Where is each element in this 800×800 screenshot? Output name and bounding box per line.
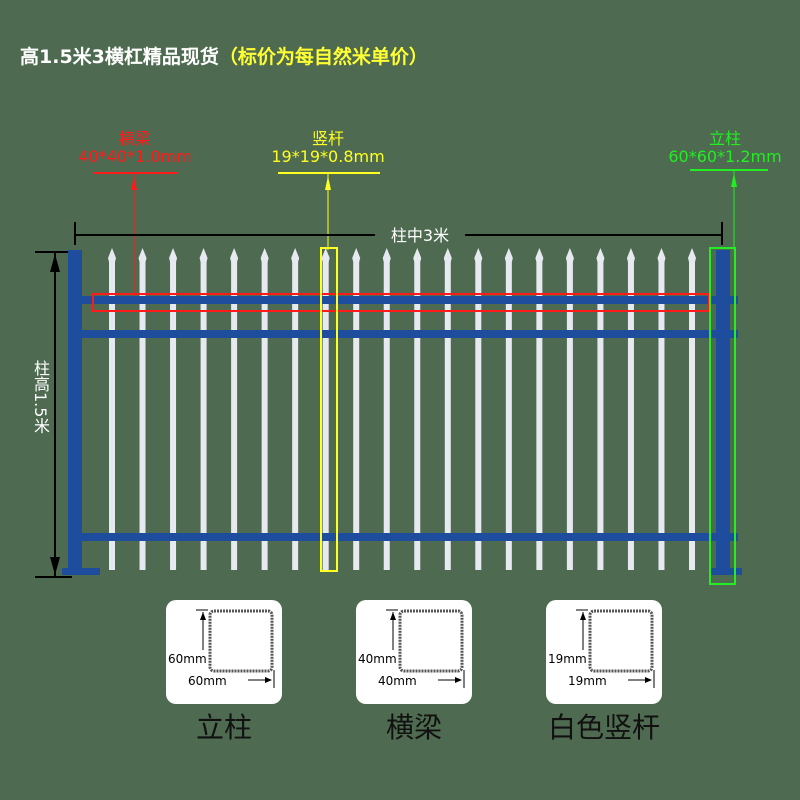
picket bbox=[474, 248, 483, 570]
picket bbox=[108, 248, 116, 570]
width-dimension-label: 60mm bbox=[188, 674, 227, 688]
arrow-down-icon bbox=[50, 557, 60, 575]
rail-middle bbox=[68, 330, 738, 338]
height-label: 柱高1.5米 bbox=[31, 360, 50, 434]
picket bbox=[321, 248, 330, 570]
picket-callout-name: 竖杆 bbox=[311, 129, 344, 148]
picket bbox=[688, 248, 696, 570]
post-left bbox=[68, 250, 82, 572]
picket bbox=[230, 248, 239, 570]
height-dimension-label: 60mm bbox=[168, 652, 207, 666]
post-right bbox=[716, 250, 730, 572]
post-callout-name: 立柱 bbox=[708, 129, 741, 148]
picket bbox=[565, 248, 574, 570]
post-highlight-box bbox=[709, 247, 736, 585]
pickets bbox=[108, 248, 696, 570]
post-callout-spec: 60*60*1.2mm bbox=[668, 147, 782, 166]
height-dimension-label: 19mm bbox=[548, 652, 587, 666]
picket bbox=[352, 248, 361, 570]
picket bbox=[260, 248, 269, 570]
picket bbox=[199, 248, 208, 570]
picket bbox=[657, 248, 666, 570]
picket-callout: 竖杆 19*19*0.8mm bbox=[253, 130, 403, 166]
picket-arrow-icon bbox=[325, 176, 331, 190]
picket bbox=[443, 248, 452, 570]
page-title: 高1.5米3横杠精品现货（标价为每自然米单价） bbox=[20, 42, 428, 69]
rail-top bbox=[68, 296, 738, 304]
rail-callout-spec: 40*40*1.0mm bbox=[78, 147, 192, 166]
picket bbox=[535, 248, 544, 570]
cross-section-caption: 横梁 bbox=[385, 711, 442, 744]
rail-callout-name: 横梁 bbox=[118, 129, 151, 148]
width-dimension-label: 19mm bbox=[568, 674, 607, 688]
arrow-up-icon bbox=[50, 254, 60, 272]
picket bbox=[596, 248, 605, 570]
post-arrow-icon bbox=[731, 173, 737, 187]
cross-section-caption: 立柱 bbox=[195, 711, 252, 744]
post-left-base bbox=[62, 568, 100, 575]
post-right-base bbox=[710, 568, 742, 575]
rail-callout: 横梁 40*40*1.0mm bbox=[60, 130, 210, 166]
height-dimension-label: 40mm bbox=[358, 652, 397, 666]
cross-section-icon bbox=[196, 609, 275, 688]
picket-callout-spec: 19*19*0.8mm bbox=[271, 147, 385, 166]
title-price-note: （标价为每自然米单价） bbox=[218, 46, 428, 68]
post-callout: 立柱 60*60*1.2mm bbox=[650, 130, 800, 166]
picket-highlight-box bbox=[320, 247, 338, 572]
cross-section-caption: 白色竖杆 bbox=[547, 711, 660, 744]
picket bbox=[138, 248, 147, 570]
cross-section-icon bbox=[386, 609, 465, 688]
rail-arrow-icon bbox=[131, 176, 137, 190]
width-dimension-label: 40mm bbox=[378, 674, 417, 688]
picket bbox=[291, 248, 300, 570]
cross-section-card: 19mm 19mm bbox=[546, 600, 662, 704]
picket bbox=[413, 248, 422, 570]
cross-section-card: 40mm 40mm bbox=[356, 600, 472, 704]
rail-bottom bbox=[68, 533, 738, 541]
cross-section-card: 60mm 60mm bbox=[166, 600, 282, 704]
picket bbox=[382, 248, 391, 570]
title-main: 高1.5米3横杠精品现货 bbox=[20, 46, 219, 68]
picket bbox=[626, 248, 635, 570]
picket bbox=[504, 248, 513, 570]
cross-section-icon bbox=[576, 609, 655, 688]
span-label: 柱中3米 bbox=[390, 226, 450, 245]
picket bbox=[169, 248, 178, 570]
